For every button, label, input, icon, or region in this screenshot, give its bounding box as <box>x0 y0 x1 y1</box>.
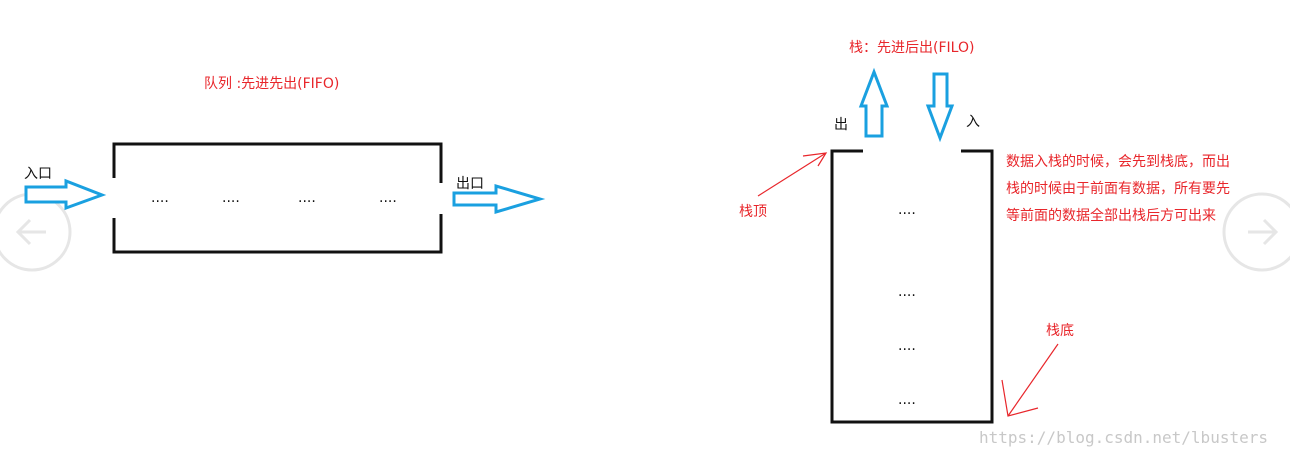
queue-item: .... <box>379 190 397 206</box>
watermark: https://blog.csdn.net/lbusters <box>979 428 1268 447</box>
stack-in-label: 入 <box>966 114 980 130</box>
next-arrow-icon[interactable] <box>1222 192 1290 272</box>
queue-item: .... <box>222 190 240 206</box>
prev-arrow-icon[interactable] <box>0 192 72 272</box>
stack-title: 栈：先进后出(FILO) <box>849 40 974 56</box>
stack-in-arrow-icon <box>925 72 955 143</box>
stack-bottom-label: 栈底 <box>1046 323 1074 339</box>
stack-item: .... <box>898 202 916 218</box>
stack-top-label: 栈顶 <box>739 204 767 220</box>
stack-top-pointer-icon <box>757 152 828 197</box>
stack-out-label: 出 <box>834 117 848 133</box>
queue-box <box>112 142 443 254</box>
stack-description-line: 数据入栈的时候，会先到栈底，而出 <box>1006 154 1230 170</box>
entry-arrow-icon <box>24 178 107 211</box>
queue-item: .... <box>151 190 169 206</box>
stack-bottom-pointer-icon <box>1001 343 1059 417</box>
queue-item: .... <box>298 190 316 206</box>
queue-entry-label: 入口 <box>24 166 52 182</box>
stack-description-line: 等前面的数据全部出栈后方可出来 <box>1006 207 1216 224</box>
exit-arrow-icon <box>452 183 546 215</box>
stack-out-arrow-icon <box>858 67 890 138</box>
stack-description-line: 栈的时候由于前面有数据，所有要先 <box>1006 180 1230 197</box>
stack-box <box>830 149 994 424</box>
queue-title: 队列 :先进先出(FIFO) <box>204 76 339 92</box>
stack-item: .... <box>898 338 916 354</box>
stack-item: .... <box>898 284 916 300</box>
queue-exit-label: 出口 <box>456 176 484 192</box>
stack-item: .... <box>898 392 916 408</box>
